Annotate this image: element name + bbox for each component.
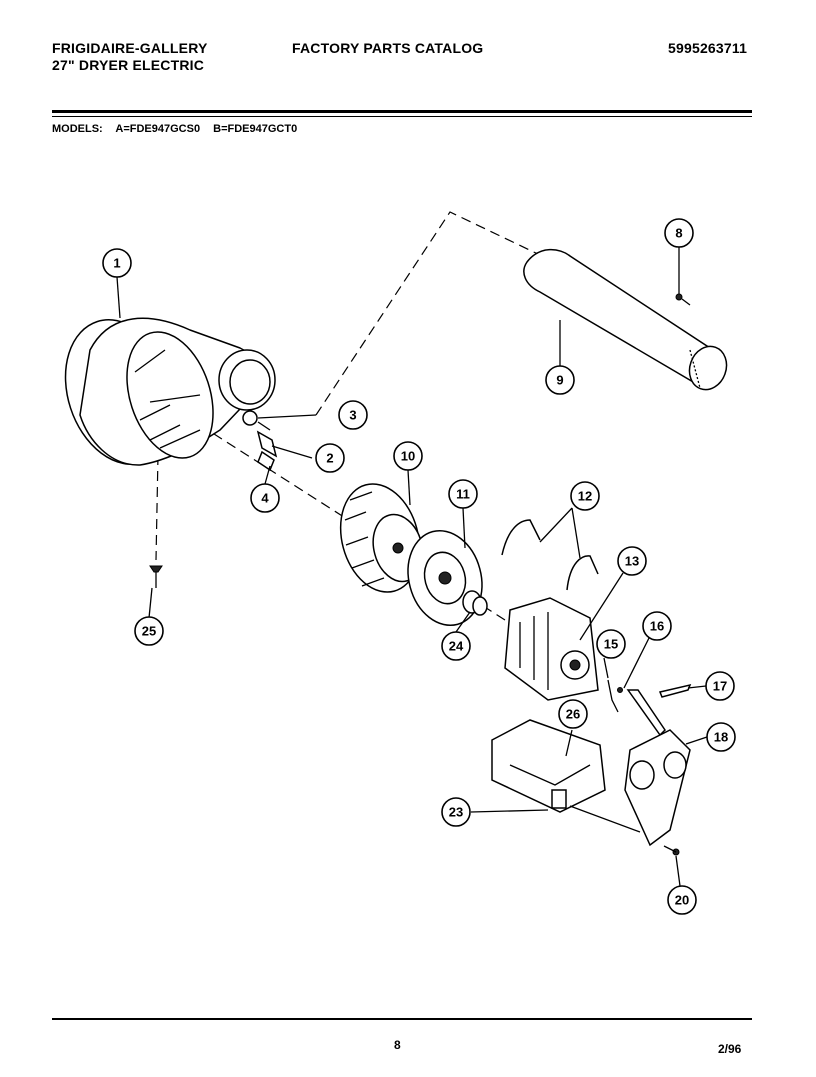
svg-text:26: 26 bbox=[566, 707, 580, 722]
duct-leader-dash bbox=[315, 211, 541, 416]
motor-base-part bbox=[491, 719, 606, 813]
small-fastener-parts bbox=[242, 410, 278, 472]
svg-text:15: 15 bbox=[604, 637, 618, 652]
svg-text:17: 17 bbox=[713, 679, 727, 694]
callout-8: 8 bbox=[664, 218, 694, 248]
catalog-title: FACTORY PARTS CATALOG bbox=[292, 40, 484, 56]
model-a: A=FDE947GCS0 bbox=[115, 123, 201, 135]
callout-24: 24 bbox=[441, 631, 471, 661]
svg-text:20: 20 bbox=[675, 893, 689, 908]
svg-text:3: 3 bbox=[349, 408, 356, 423]
svg-text:1: 1 bbox=[113, 256, 120, 271]
callout-3: 3 bbox=[338, 400, 368, 430]
drive-motor-part bbox=[504, 597, 599, 701]
footer-rule bbox=[52, 1018, 752, 1020]
callout-9: 9 bbox=[545, 365, 575, 395]
brand-name: FRIGIDAIRE-GALLERY bbox=[52, 40, 208, 56]
exhaust-duct-part bbox=[523, 248, 728, 391]
page-number: 8 bbox=[394, 1038, 401, 1052]
svg-text:24: 24 bbox=[449, 639, 464, 654]
callout-26: 26 bbox=[558, 699, 588, 729]
collar-24-part bbox=[462, 590, 488, 616]
leader-lines bbox=[116, 247, 708, 887]
svg-text:8: 8 bbox=[675, 226, 682, 241]
svg-text:13: 13 bbox=[625, 554, 639, 569]
callout-18: 18 bbox=[706, 722, 736, 752]
motor-clips-part bbox=[501, 519, 599, 591]
header-rule-thick bbox=[52, 110, 752, 113]
blower-wheel-part bbox=[339, 483, 424, 593]
models-label: MODELS: bbox=[52, 123, 103, 135]
svg-text:16: 16 bbox=[650, 619, 664, 634]
svg-text:12: 12 bbox=[578, 489, 592, 504]
svg-text:18: 18 bbox=[714, 730, 728, 745]
blower-housing-part bbox=[64, 317, 276, 466]
svg-text:2: 2 bbox=[326, 451, 333, 466]
callout-10: 10 bbox=[393, 441, 423, 471]
screw-25-leader-dash bbox=[155, 454, 159, 561]
svg-text:4: 4 bbox=[261, 491, 269, 506]
screw-20-part bbox=[663, 845, 680, 856]
callout-2: 2 bbox=[315, 443, 345, 473]
screw-25-part bbox=[149, 565, 163, 588]
model-b: B=FDE947GCT0 bbox=[213, 123, 298, 135]
catalog-part-number: 5995263711 bbox=[668, 40, 748, 56]
svg-text:10: 10 bbox=[401, 449, 415, 464]
callout-12: 12 bbox=[570, 481, 600, 511]
appliance-model-line: 27" DRYER ELECTRIC bbox=[52, 57, 205, 73]
screw-8-part bbox=[675, 293, 691, 306]
callout-1: 1 bbox=[102, 248, 132, 278]
callout-11: 11 bbox=[448, 479, 478, 509]
svg-text:11: 11 bbox=[456, 487, 470, 502]
header-rule-thin bbox=[52, 116, 752, 117]
models-row: MODELS: A=FDE947GCS0 B=FDE947GCT0 bbox=[52, 123, 307, 135]
callout-13: 13 bbox=[617, 546, 647, 576]
callout-15: 15 bbox=[596, 629, 626, 659]
svg-text:23: 23 bbox=[449, 805, 463, 820]
callout-20: 20 bbox=[667, 885, 697, 915]
callout-23: 23 bbox=[441, 797, 471, 827]
motor-mount-bracket-part bbox=[624, 729, 691, 847]
callout-25: 25 bbox=[134, 616, 164, 646]
callout-4: 4 bbox=[250, 483, 280, 513]
svg-text:25: 25 bbox=[142, 624, 156, 639]
print-date: 2/96 bbox=[718, 1042, 742, 1056]
callout-17: 17 bbox=[705, 671, 735, 701]
switch-parts bbox=[607, 679, 692, 737]
callout-16: 16 bbox=[642, 611, 672, 641]
svg-text:9: 9 bbox=[556, 373, 563, 388]
